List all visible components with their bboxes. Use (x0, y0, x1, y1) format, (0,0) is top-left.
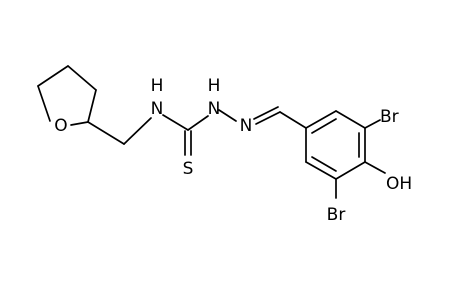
bond-ch-to-ring (279, 111, 307, 129)
bond-ar-to-oh (364, 161, 386, 174)
bond-ring-c1-c2 (37, 65, 69, 87)
bond-ar-to-br-top (364, 119, 381, 129)
bond-ring-c4-o (70, 121, 89, 126)
atom-label-hydroxyl: OH (386, 174, 412, 194)
bond-ar-c4-c5 (335, 161, 366, 180)
atom-label-bromine-top: Br (380, 107, 399, 127)
bond-ring-to-ch2 (87, 121, 125, 145)
bond-n2-to-n3 (218, 109, 237, 122)
bond-ring-c3-c4 (87, 89, 97, 123)
bond-ar-inner-3 (311, 156, 337, 172)
bond-ar-c5-c6 (305, 161, 337, 180)
bonds (37, 65, 386, 199)
atom-label-ring-oxygen: O (54, 116, 67, 136)
bond-ring-o-c1 (37, 85, 51, 122)
bond-n3-ch-double-b (253, 106, 279, 120)
bond-n3-ch-double-a (255, 111, 281, 125)
atom-label-thione-s: S (183, 159, 194, 179)
atom-label-hydrazine-n2-h: H (208, 76, 221, 96)
bond-ring-c2-c3 (67, 65, 97, 91)
bond-c-thio-to-n2 (187, 115, 209, 131)
atom-label-hydrazine-n2: N (208, 99, 221, 119)
atom-label-amine-n1: N (151, 99, 164, 119)
bond-n1-to-c-thio (162, 114, 189, 131)
bond-ar-inner-1 (311, 118, 337, 134)
atom-label-imine-n3: N (240, 116, 253, 136)
atom-label-amine-n1-h: H (151, 76, 164, 96)
bond-ar-c2-c3 (335, 110, 366, 129)
atom-labels: O H N H N N S Br OH Br (54, 76, 412, 225)
bond-ch2-to-n1 (123, 117, 152, 145)
atom-label-bromine-bottom: Br (327, 205, 346, 225)
bond-ar-c1-c2 (305, 110, 337, 129)
